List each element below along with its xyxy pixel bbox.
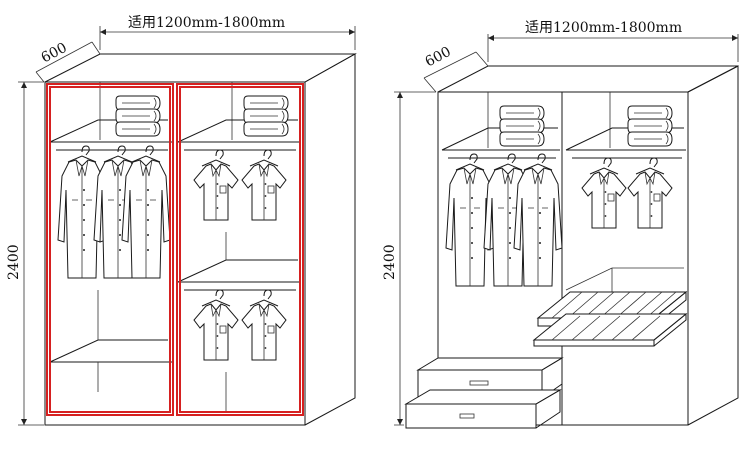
left-wardrobe: 适用1200mm-1800mm 600 2400 (6, 15, 357, 426)
pull-out-tray-lower (532, 312, 688, 347)
blanket-stack-icon (627, 105, 673, 147)
height-label: 2400 (6, 244, 22, 280)
height-label: 2400 (382, 244, 398, 280)
width-label: 适用1200mm-1800mm (128, 15, 285, 31)
shirt-icon (581, 157, 627, 229)
depth-dimension: 600 (35, 40, 101, 83)
width-dimension: 适用1200mm-1800mm (99, 15, 356, 50)
height-dimension: 2400 (6, 81, 44, 426)
sliding-door-left (46, 83, 174, 416)
depth-dimension: 600 (423, 44, 489, 93)
height-dimension: 2400 (382, 91, 436, 426)
blanket-stack-icon (499, 105, 545, 147)
shirt-icon (193, 289, 239, 361)
width-dimension: 适用1200mm-1800mm (487, 20, 739, 62)
width-label: 适用1200mm-1800mm (525, 20, 682, 36)
sliding-door-right (176, 83, 304, 416)
right-wardrobe: 适用1200mm-1800mm 600 2400 (382, 20, 739, 429)
shirt-icon (241, 289, 287, 361)
blanket-stack-icon (243, 95, 289, 137)
depth-label: 600 (423, 44, 454, 71)
drawer-lower (404, 389, 562, 429)
shirt-icon (193, 149, 239, 221)
shirt-icon (627, 157, 673, 229)
shirt-icon (241, 149, 287, 221)
blanket-stack-icon (115, 95, 161, 137)
